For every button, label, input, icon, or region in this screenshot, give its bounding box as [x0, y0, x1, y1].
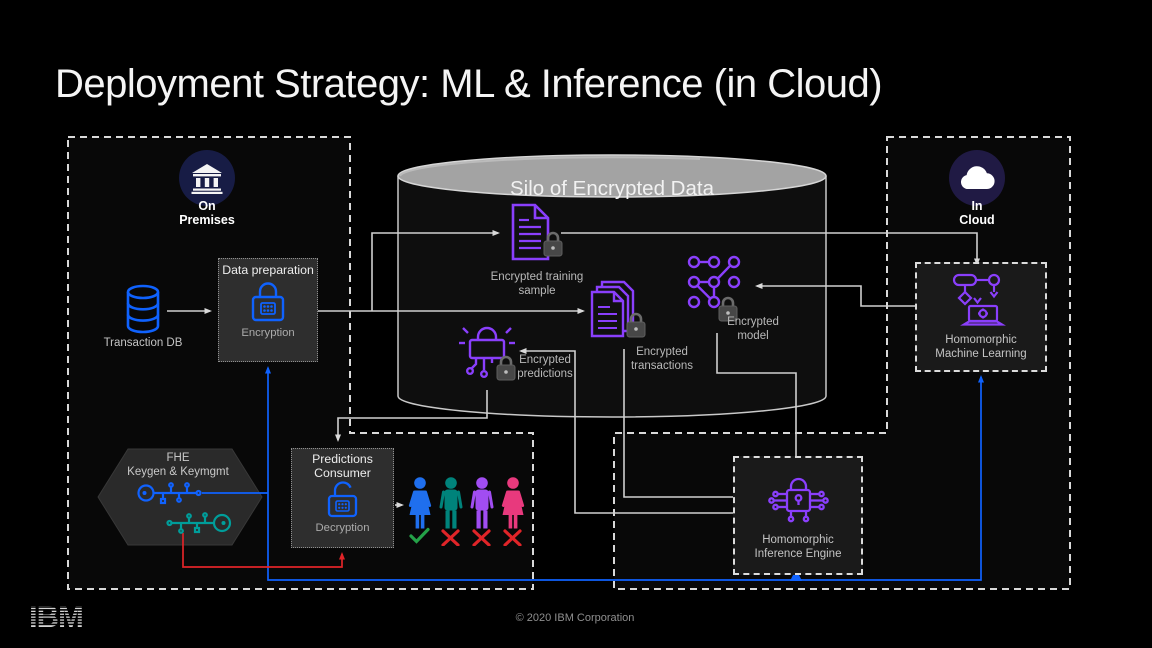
person-male-icon	[439, 477, 463, 529]
encrypted-training-sample-label: Encrypted training sample	[490, 271, 584, 297]
small-lock-icon	[718, 296, 738, 322]
copyright: © 2020 IBM Corporation	[515, 612, 635, 624]
homomorphic-inference-label: Homomorphic Inference Engine	[754, 534, 842, 560]
data-flow-arrows	[167, 230, 980, 514]
flowchart-laptop-icon	[952, 273, 1006, 326]
transaction-db-label: Transaction DB	[103, 337, 183, 349]
cloud-icon	[960, 166, 995, 190]
graph-nodes-icon	[687, 255, 741, 309]
bank-icon	[191, 164, 223, 194]
database-icon	[126, 284, 160, 334]
fhe-label: FHE Keygen & Keymgmt	[127, 452, 229, 478]
on-premises-badge	[179, 150, 235, 206]
public-key-arrowhead-inference	[790, 569, 802, 581]
documents-stack-icon	[590, 280, 635, 338]
encrypted-transactions-icon	[588, 280, 650, 346]
secret-key-icon	[166, 512, 232, 534]
encrypted-model-label: Encrypted model	[727, 316, 779, 342]
encrypted-training-sample-icon	[507, 203, 567, 267]
consumers-group	[407, 476, 526, 546]
ibm-logo: IBM	[28, 599, 104, 634]
consumer-rejected	[439, 477, 463, 546]
circuit-keys-icon	[137, 482, 232, 534]
consumer-approved	[408, 477, 432, 544]
lock-chip-icon	[768, 477, 829, 523]
on-premises-zone	[67, 136, 534, 590]
page-title: Deployment Strategy: ML & Inference (in …	[55, 62, 883, 106]
rejected-x-icon	[472, 529, 491, 546]
silo-title: Silo of Encrypted Data	[510, 177, 714, 200]
small-lock-icon	[626, 312, 646, 338]
encrypted-transactions-label: Encrypted transactions	[630, 346, 693, 372]
encryption-lock-icon	[251, 282, 285, 322]
consumer-rejected	[501, 477, 525, 546]
person-female-icon	[501, 477, 525, 529]
rejected-x-icon	[503, 529, 522, 546]
secret-key-line	[182, 533, 345, 568]
person-female-icon	[408, 477, 432, 529]
lock-circuit-icon	[459, 326, 515, 379]
encrypted-predictions-label: Encrypted predictions	[517, 354, 573, 380]
data-preparation-box: Data preparation Encryption	[218, 258, 318, 362]
small-lock-icon	[543, 231, 563, 257]
decryption-lock-open-icon	[327, 481, 357, 518]
on-premises-label: On Premises	[179, 199, 235, 227]
homomorphic-inference-box: Homomorphic Inference Engine	[733, 456, 863, 575]
consumer-rejected	[470, 477, 494, 546]
homomorphic-ml-label: Homomorphic Machine Learning	[935, 334, 1027, 360]
encrypted-model-icon	[684, 254, 756, 330]
predictions-consumer-box: Predictions Consumer Decryption	[291, 448, 394, 548]
in-cloud-label: In Cloud	[959, 199, 995, 227]
in-cloud-zone	[613, 136, 1071, 590]
public-key-lines	[202, 366, 984, 581]
encrypted-predictions-icon	[456, 320, 522, 390]
person-male-icon	[470, 477, 494, 529]
predictions-consumer-title: Predictions Consumer	[312, 452, 373, 480]
encryption-label: Encryption	[241, 327, 295, 339]
data-preparation-title: Data preparation	[222, 263, 314, 277]
approved-check-icon	[409, 527, 430, 544]
homomorphic-ml-box: Homomorphic Machine Learning	[915, 262, 1047, 372]
public-key-icon	[137, 482, 202, 505]
in-cloud-badge	[949, 150, 1005, 206]
small-lock-icon	[496, 355, 516, 381]
decryption-label: Decryption	[315, 522, 370, 534]
rejected-x-icon	[441, 529, 460, 546]
